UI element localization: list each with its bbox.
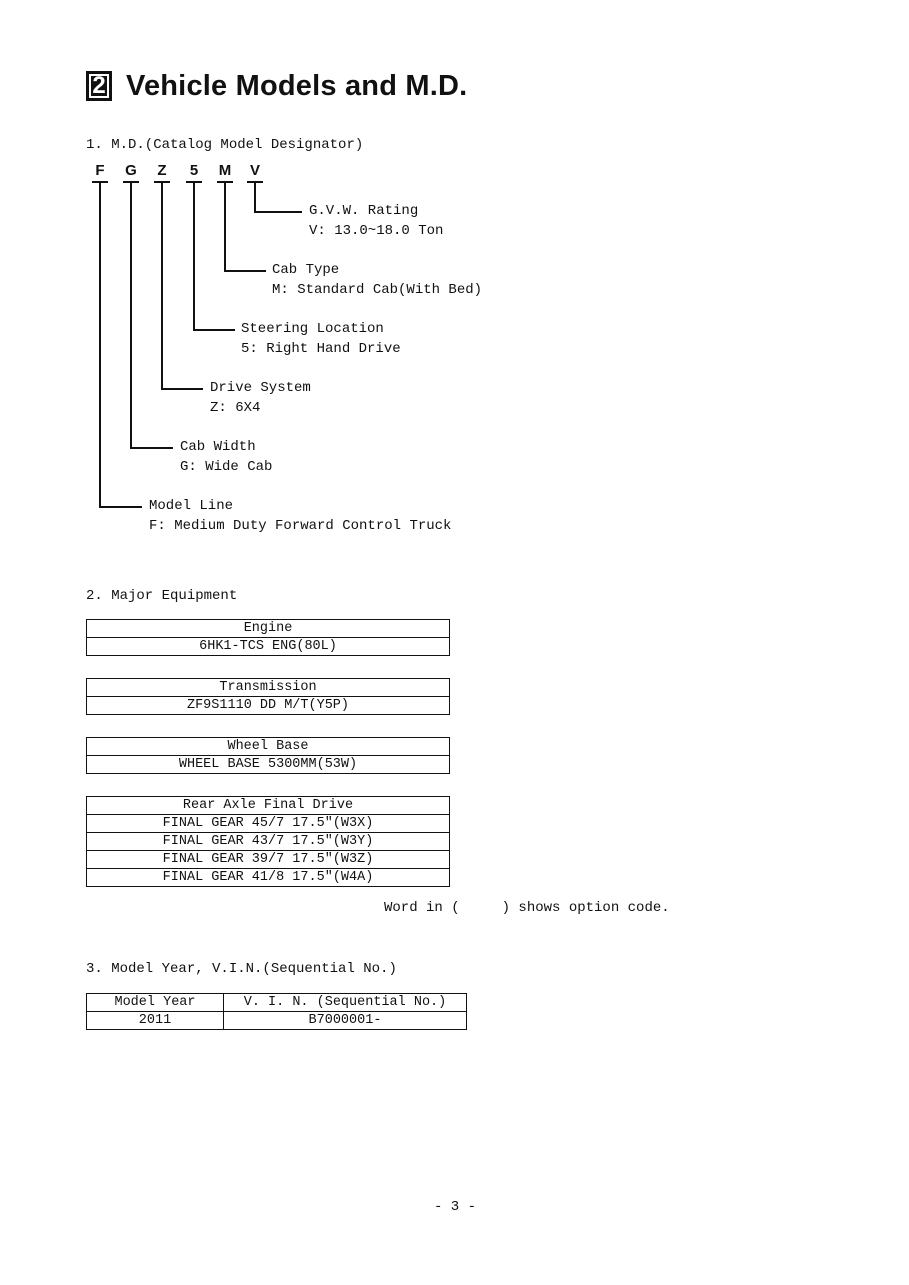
rear-axle-table: Rear Axle Final Drive FINAL GEAR 45/7 17… (86, 796, 450, 887)
section-heading: 2 Vehicle Models and M.D. (86, 66, 467, 106)
vin-header: V. I. N. (Sequential No.) (223, 993, 467, 1012)
designator-letter-m: M (218, 162, 232, 179)
section2-title: 2. Major Equipment (86, 588, 238, 604)
wheel-base-header: Wheel Base (86, 737, 450, 756)
vin-table: Model Year V. I. N. (Sequential No.) 201… (86, 993, 467, 1030)
section-number-badge: 2 (86, 71, 112, 101)
model-year-value: 2011 (86, 1011, 224, 1030)
engine-table: Engine 6HK1-TCS ENG(80L) (86, 619, 450, 656)
option-code-note: Word in ( ) shows option code. (384, 900, 670, 916)
designator-letter-5: 5 (189, 162, 199, 179)
gvw-rating-value: V: 13.0~18.0 Ton (309, 223, 444, 239)
table-row: FINAL GEAR 39/7 17.5"(W3Z) (86, 850, 450, 869)
table-row: FINAL GEAR 43/7 17.5"(W3Y) (86, 832, 450, 851)
designator-letter-f: F (95, 162, 105, 179)
transmission-header: Transmission (86, 678, 450, 697)
designator-letter-z: Z (157, 162, 167, 179)
model-line-label: Model Line (149, 498, 234, 514)
transmission-row: ZF9S1110 DD M/T(Y5P) (86, 696, 450, 715)
cab-type-value: M: Standard Cab(With Bed) (272, 282, 483, 298)
gvw-rating-label: G.V.W. Rating (309, 203, 419, 219)
engine-row: 6HK1-TCS ENG(80L) (86, 637, 450, 656)
table-row: FINAL GEAR 45/7 17.5"(W3X) (86, 814, 450, 833)
page-title: Vehicle Models and M.D. (126, 69, 468, 102)
page-number: - 3 - (434, 1199, 477, 1215)
cab-width-value: G: Wide Cab (180, 459, 273, 475)
model-year-header: Model Year (86, 993, 224, 1012)
transmission-table: Transmission ZF9S1110 DD M/T(Y5P) (86, 678, 450, 715)
designator-letter-g: G (125, 162, 137, 179)
wheel-base-row: WHEEL BASE 5300MM(53W) (86, 755, 450, 774)
steering-location-value: 5: Right Hand Drive (241, 341, 401, 357)
section3-title: 3. Model Year, V.I.N.(Sequential No.) (86, 961, 397, 977)
section1-title: 1. M.D.(Catalog Model Designator) (86, 137, 364, 153)
cab-type-label: Cab Type (272, 262, 340, 278)
table-row: FINAL GEAR 41/8 17.5"(W4A) (86, 868, 450, 887)
vin-value: B7000001- (223, 1011, 467, 1030)
wheel-base-table: Wheel Base WHEEL BASE 5300MM(53W) (86, 737, 450, 774)
steering-location-label: Steering Location (241, 321, 384, 337)
model-line-value: F: Medium Duty Forward Control Truck (149, 518, 452, 534)
drive-system-label: Drive System (210, 380, 311, 396)
designator-letter-v: V (249, 162, 260, 179)
rear-axle-header: Rear Axle Final Drive (86, 796, 450, 815)
cab-width-label: Cab Width (180, 439, 256, 455)
engine-header: Engine (86, 619, 450, 638)
drive-system-value: Z: 6X4 (210, 400, 261, 416)
